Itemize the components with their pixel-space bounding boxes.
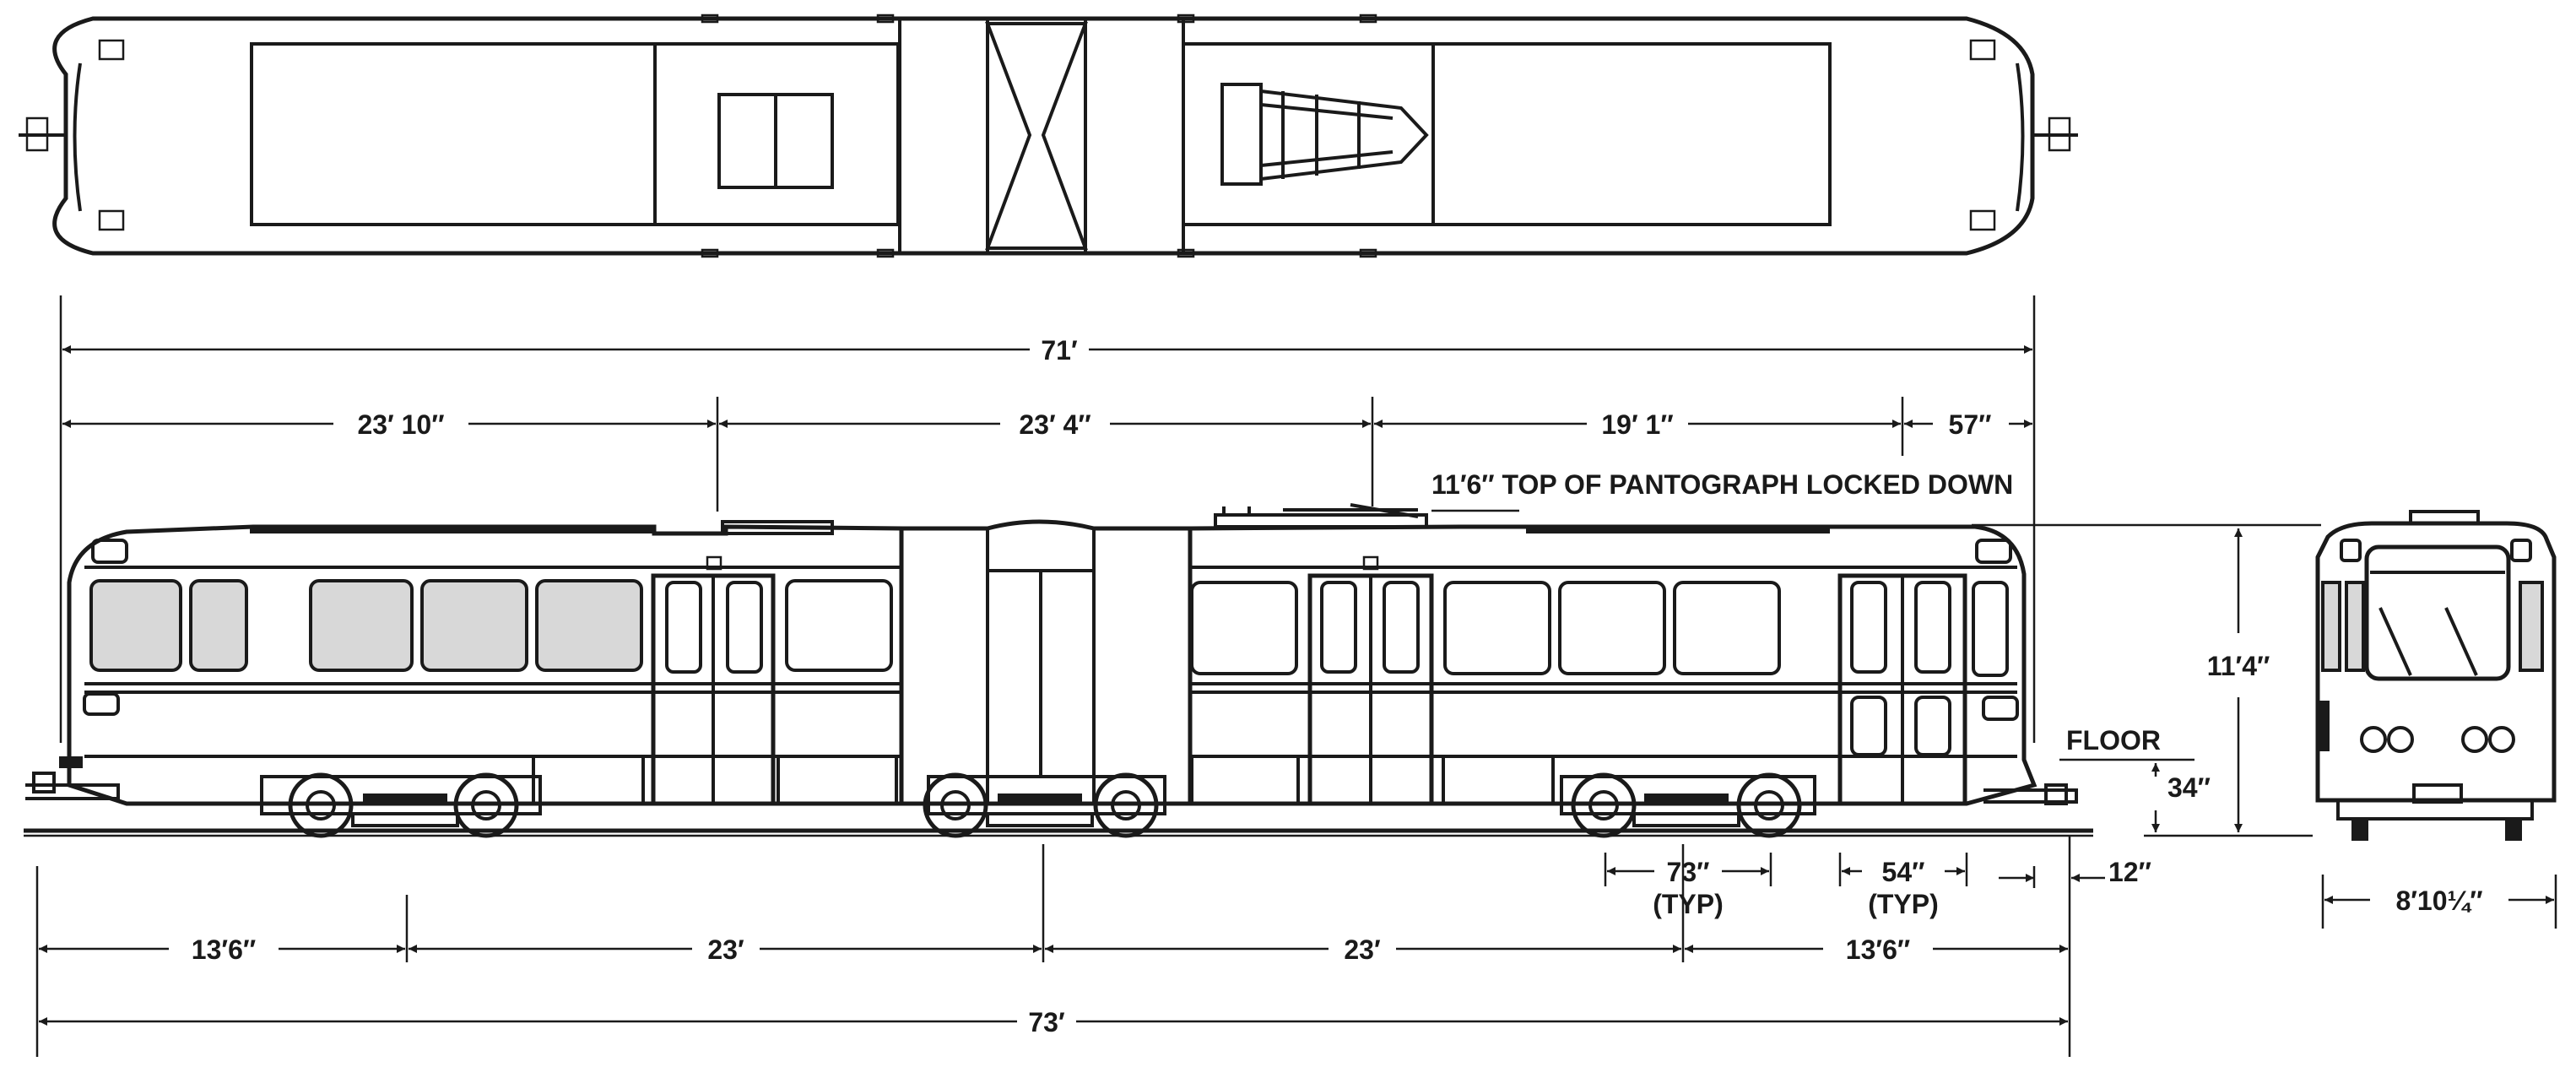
- dim-front-section: 23′ 10″: [357, 409, 444, 440]
- window: [309, 579, 414, 672]
- window: [1558, 581, 1666, 675]
- end-headlight: [2387, 726, 2414, 753]
- dim-floor-height: 34″: [2167, 772, 2211, 803]
- end-marker-light: [2340, 539, 2362, 562]
- window: [1972, 581, 2009, 677]
- skirt-panel: [777, 755, 898, 805]
- marker-light: [1975, 539, 2012, 564]
- end-body-outline: [2315, 521, 2557, 803]
- dim-car-width: 8′10¼″: [2395, 886, 2482, 916]
- window: [1190, 581, 1298, 675]
- dim-overall-coupled: 73′: [1028, 1007, 1065, 1037]
- dim-truck-front-overhang: 13′6″: [192, 934, 256, 965]
- door-light: [1362, 555, 1379, 571]
- lower-dimensions: 73″ (TYP) 54″ (TYP) 12″ 13′6″ 23′ 23′ 13…: [35, 836, 2557, 1057]
- articulation: [899, 519, 1193, 806]
- door-window: [1914, 581, 1951, 674]
- plan-body-outline: [52, 16, 2035, 256]
- plan-rear-cap: [2016, 62, 2025, 212]
- end-side-window: [2519, 581, 2544, 672]
- window: [420, 579, 528, 672]
- front-coupler: [25, 756, 120, 800]
- headlight: [1982, 696, 2019, 721]
- plan-pantograph: [1220, 83, 1429, 186]
- window: [1673, 581, 1781, 675]
- dim-rear-overhang: 57″: [1949, 409, 1992, 440]
- window: [89, 579, 182, 672]
- note-floor: FLOOR: [2066, 725, 2161, 756]
- skirt-panel: [532, 755, 645, 805]
- dim-middle-section: 23′ 4″: [1019, 409, 1090, 440]
- side-elevation: [24, 503, 2093, 838]
- roof-strip: [1526, 525, 1830, 534]
- window: [189, 579, 248, 672]
- plan-front-cap: [73, 62, 82, 212]
- door-window: [1914, 696, 1951, 756]
- plan-front-coupler: [19, 116, 66, 152]
- rear-coupler: [1983, 783, 2078, 805]
- pantograph: [1214, 503, 1428, 528]
- upper-dimensions: 71′ 23′ 10″ 23′ 4″ 19′ 1″ 57″ 11′6″ TOP …: [59, 295, 2036, 743]
- end-headlight: [2488, 726, 2515, 753]
- right-dimensions: 11′4″ FLOOR 34″: [1972, 523, 2321, 837]
- window: [1443, 581, 1551, 675]
- dim-truck-spacing-2: 23′: [1344, 934, 1381, 965]
- plan-roof-panel: [1431, 42, 1832, 226]
- plan-light: [1969, 209, 1996, 231]
- plan-articulation-frame: [1084, 17, 1185, 255]
- roof-box: [721, 520, 834, 535]
- end-side-window: [2345, 581, 2365, 672]
- end-truck: [2336, 800, 2534, 821]
- roof-strip: [250, 525, 653, 534]
- plan-side-marks: [701, 14, 1377, 258]
- plan-articulation-frame: [898, 17, 989, 255]
- dim-door-width: 73″: [1667, 857, 1710, 887]
- dim-truck-rear-overhang: 13′6″: [1846, 934, 1910, 965]
- plan-view: [19, 14, 2078, 258]
- end-marker-light: [2510, 539, 2532, 562]
- plan-light: [98, 209, 125, 231]
- dim-window-width-note: (TYP): [1868, 889, 1939, 919]
- rear-car-body: [1188, 524, 2038, 806]
- end-headlight: [2360, 726, 2387, 753]
- dim-height: 11′4″: [2207, 651, 2270, 681]
- end-side-window: [2321, 581, 2341, 672]
- plan-roof-panel: [250, 42, 657, 226]
- dim-overall-body: 71′: [1041, 335, 1078, 366]
- window: [535, 579, 643, 672]
- plan-light: [98, 39, 125, 61]
- end-headlight: [2461, 726, 2488, 753]
- door-light: [706, 555, 722, 571]
- dim-truck-spacing-1: 23′: [707, 934, 744, 965]
- skirt-panel: [1442, 755, 1555, 805]
- rear-truck: [1560, 772, 1816, 838]
- headlight: [83, 692, 120, 716]
- door-window: [1320, 581, 1357, 674]
- marker-light: [91, 539, 128, 564]
- windshield: [2364, 544, 2511, 681]
- dim-coupler: 12″: [2108, 857, 2151, 887]
- front-elevation: [2315, 510, 2557, 841]
- end-mirror: [2319, 701, 2330, 751]
- center-truck: [923, 772, 1166, 838]
- door-window: [726, 581, 763, 674]
- window: [785, 579, 893, 672]
- plan-articulation-bellows: [985, 22, 1088, 250]
- note-pantograph: 11′6″ TOP OF PANTOGRAPH LOCKED DOWN: [1431, 469, 2013, 500]
- front-truck: [260, 772, 542, 838]
- door-window: [1383, 581, 1420, 674]
- door-window: [1850, 581, 1887, 674]
- dim-door-width-note: (TYP): [1653, 889, 1724, 919]
- door-window: [665, 581, 702, 674]
- plan-light: [1969, 39, 1996, 61]
- dim-rear-section: 19′ 1″: [1601, 409, 1673, 440]
- plan-rear-coupler: [2032, 116, 2078, 152]
- end-pantograph: [2409, 510, 2480, 525]
- dim-window-width: 54″: [1882, 857, 1925, 887]
- skirt-panel: [1190, 755, 1300, 805]
- door-window: [1850, 696, 1887, 756]
